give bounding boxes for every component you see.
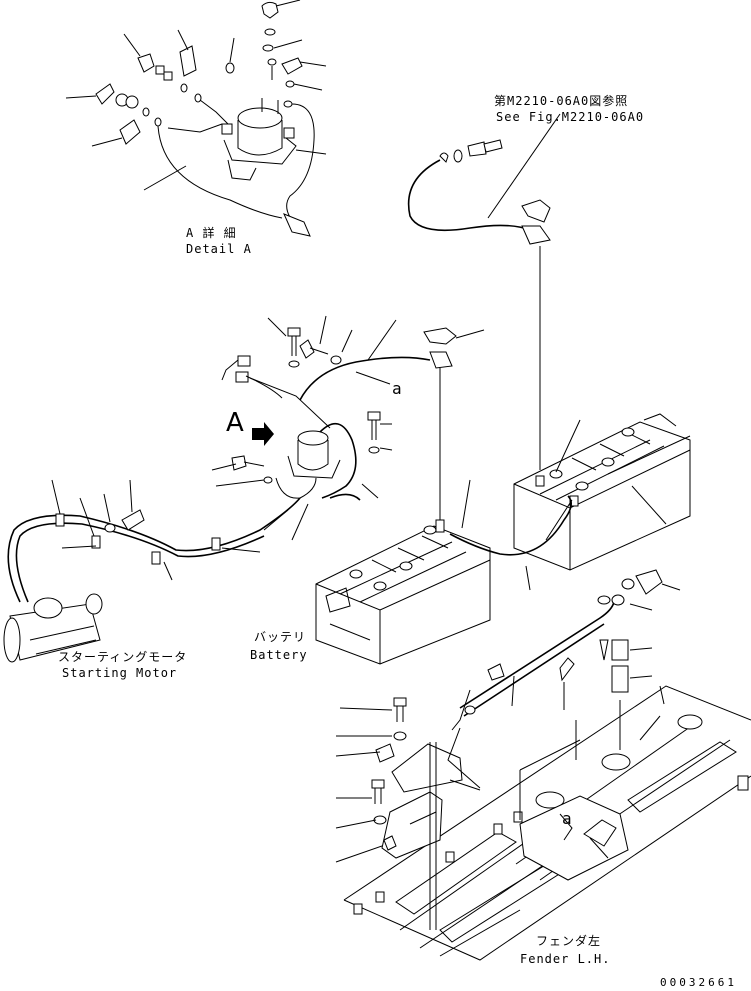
see-fig-label-jp: 第M2210-06A0図参照: [494, 94, 629, 108]
see-fig-label-en: See Fig.M2210-06A0: [496, 110, 645, 124]
battery-label-jp: バッテリ: [254, 630, 307, 644]
starting-motor-label-en: Starting Motor: [62, 666, 178, 680]
ref-a-label: a: [392, 379, 403, 398]
fender-lh: [343, 685, 751, 961]
battery-link-cable: [449, 495, 572, 556]
detail-a-label-en: Detail A: [186, 242, 252, 256]
bracket-group: [335, 697, 481, 930]
battery-left: [315, 519, 491, 665]
view-a-arrow: [252, 422, 274, 446]
starting-motor-label-jp: スターティングモータ: [58, 650, 188, 664]
starter-harness-group: [3, 479, 301, 663]
battery-label-en: Battery: [250, 648, 308, 662]
fender-label-jp: フェンダ左: [536, 934, 602, 948]
main-harness-group: [211, 315, 485, 541]
detail-a-label-jp: A 詳 細: [186, 226, 237, 240]
fender-wires: [447, 569, 681, 789]
detail-a-group: [65, 0, 327, 237]
detail-elbow-top: [261, 1, 279, 19]
fender-label-en: Fender L.H.: [520, 952, 611, 966]
ref-a-label-lower: a: [562, 809, 573, 828]
drawing-number: 00032661: [660, 976, 737, 989]
ground-cable-group: [407, 113, 561, 470]
starting-motor: [3, 593, 103, 663]
detail-relay: [221, 98, 297, 181]
view-marker-a: A: [226, 408, 244, 438]
